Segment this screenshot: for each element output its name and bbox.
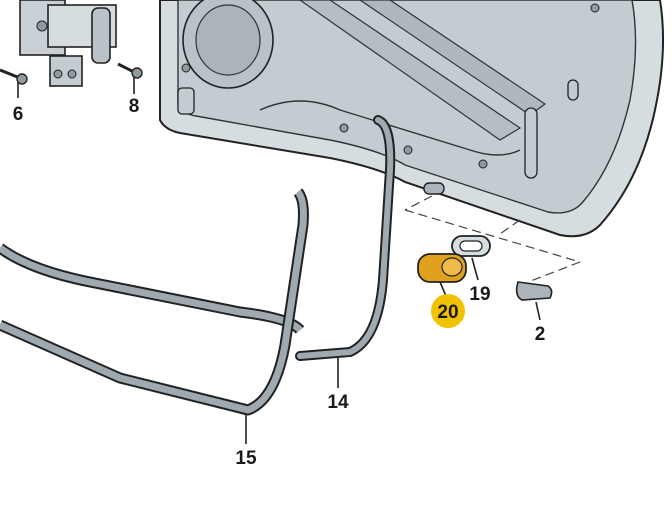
svg-text:8: 8: [129, 96, 140, 117]
svg-text:20: 20: [437, 302, 458, 323]
seal-strip-15: [0, 188, 309, 416]
svg-text:14: 14: [327, 392, 349, 413]
screw-8: [117, 62, 143, 79]
seal-strip-14: [295, 115, 396, 361]
callout-20-badge: 20: [431, 294, 465, 328]
screw-6: [0, 68, 28, 85]
cover-2: [515, 281, 553, 301]
hinge-assembly: [19, 0, 117, 87]
callout-19: 19: [469, 284, 490, 305]
gasket-19: [451, 235, 491, 257]
callout-8: 8: [129, 96, 140, 117]
svg-text:19: 19: [469, 284, 490, 305]
callout-14: 14: [327, 392, 349, 413]
svg-text:15: 15: [235, 448, 257, 469]
door-inner-panel: [159, 0, 665, 238]
callout-2: 2: [535, 324, 546, 345]
svg-text:2: 2: [535, 324, 546, 345]
panel-slot: [423, 182, 445, 195]
svg-text:6: 6: [13, 104, 24, 125]
assembly-lines: [404, 195, 581, 283]
callout-6: 6: [13, 104, 24, 125]
callout-15: 15: [235, 448, 257, 469]
leader-lines: [17, 76, 541, 444]
plug-20: [417, 253, 467, 283]
